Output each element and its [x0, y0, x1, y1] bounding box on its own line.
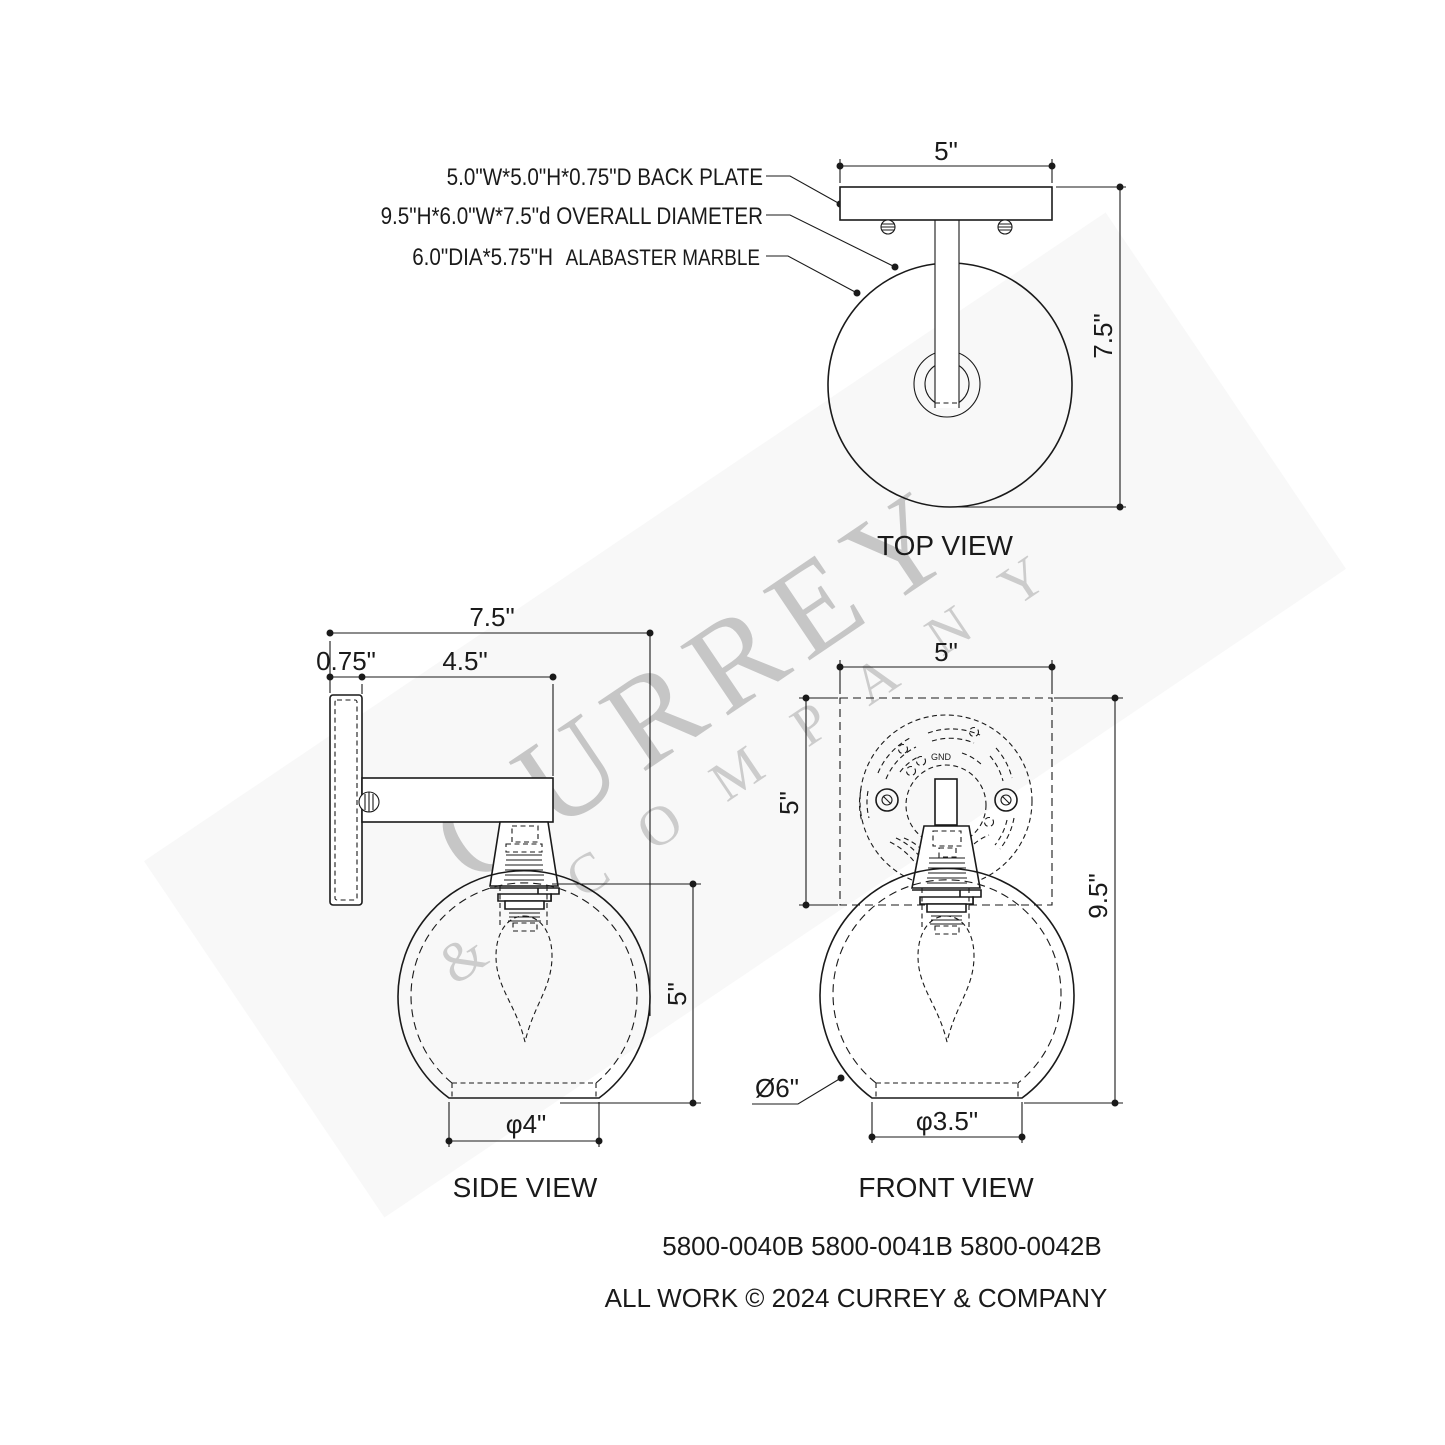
side-dim-glass-height-label: 5" [662, 982, 692, 1006]
front-dim-glass-dia-label: Ø6" [755, 1073, 799, 1103]
front-dim-overall-height: 9.5" [1024, 694, 1123, 1107]
side-set-screw [358, 791, 380, 813]
side-dim-opening: φ4" [445, 1102, 603, 1147]
footer: 5800-0040B 5800-0041B 5800-0042B ALL WOR… [605, 1231, 1108, 1313]
front-socket [911, 825, 982, 935]
side-arm [361, 777, 554, 823]
side-view-label: SIDE VIEW [453, 1172, 598, 1203]
front-view: 5" 5" GND [752, 637, 1123, 1203]
side-back-plate [329, 694, 363, 906]
front-view-label: FRONT VIEW [858, 1172, 1034, 1203]
annotation-marble-material: ALABASTER MARBLE [566, 246, 760, 271]
annotation-marble-dims: 6.0"DIA*5.75"H [412, 244, 553, 271]
top-dim-width-label: 5" [934, 136, 958, 166]
front-glass-globe [819, 867, 1075, 1099]
front-dim-plate-height-label: 5" [774, 791, 804, 815]
side-dim-plate-arm: 0.75" 4.5" [316, 646, 557, 776]
front-dim-opening-label: φ3.5" [916, 1106, 978, 1136]
side-dim-plate-label: 0.75" [316, 646, 376, 676]
annotation-leaders [766, 175, 899, 297]
side-dim-opening-label: φ4" [506, 1109, 547, 1139]
copyright-line: ALL WORK © 2024 CURREY & COMPANY [605, 1283, 1108, 1313]
front-dim-opening: φ3.5" [868, 1102, 1026, 1143]
watermark: CURREY & COMPANY [407, 457, 1096, 997]
top-view: 5.0"W*5.0"H*0.75"D BACK PLATE 9.5"H*6.0"… [381, 136, 1126, 561]
top-dim-width: 5" [836, 136, 1056, 183]
side-bulb [495, 915, 553, 1043]
front-screw-left [875, 788, 899, 812]
front-dim-glass-dia: Ø6" [752, 1073, 845, 1105]
front-screw-right [994, 788, 1018, 812]
annotation-overall: 9.5"H*6.0"W*7.5"d OVERALL DIAMETER [381, 203, 763, 230]
front-stem [934, 778, 958, 826]
top-dim-depth: 7.5" [950, 183, 1126, 511]
front-dim-width-label: 5" [934, 637, 958, 667]
top-screw-right [997, 219, 1013, 235]
front-gnd-label: GND [931, 752, 952, 762]
front-dim-plate-height: 5" [774, 694, 838, 909]
side-view: 7.5" 0.75" 4.5" [316, 602, 701, 1203]
top-screw-left [880, 219, 896, 235]
top-dim-depth-label: 7.5" [1088, 313, 1118, 358]
side-glass-globe [397, 869, 651, 1099]
part-numbers: 5800-0040B 5800-0041B 5800-0042B [662, 1231, 1102, 1261]
front-dim-width: 5" [836, 637, 1056, 694]
side-socket [489, 821, 560, 932]
side-dim-glass-height: 5" [552, 880, 701, 1107]
front-bulb [917, 915, 975, 1043]
side-dim-arm-label: 4.5" [442, 646, 487, 676]
front-dim-overall-height-label: 9.5" [1083, 873, 1113, 918]
top-back-plate [839, 186, 1053, 221]
side-dim-overall-label: 7.5" [469, 602, 514, 632]
top-view-label: TOP VIEW [877, 530, 1013, 561]
top-stem [934, 220, 960, 408]
annotation-back-plate: 5.0"W*5.0"H*0.75"D BACK PLATE [447, 164, 763, 191]
side-dim-overall: 7.5" [326, 602, 654, 1016]
